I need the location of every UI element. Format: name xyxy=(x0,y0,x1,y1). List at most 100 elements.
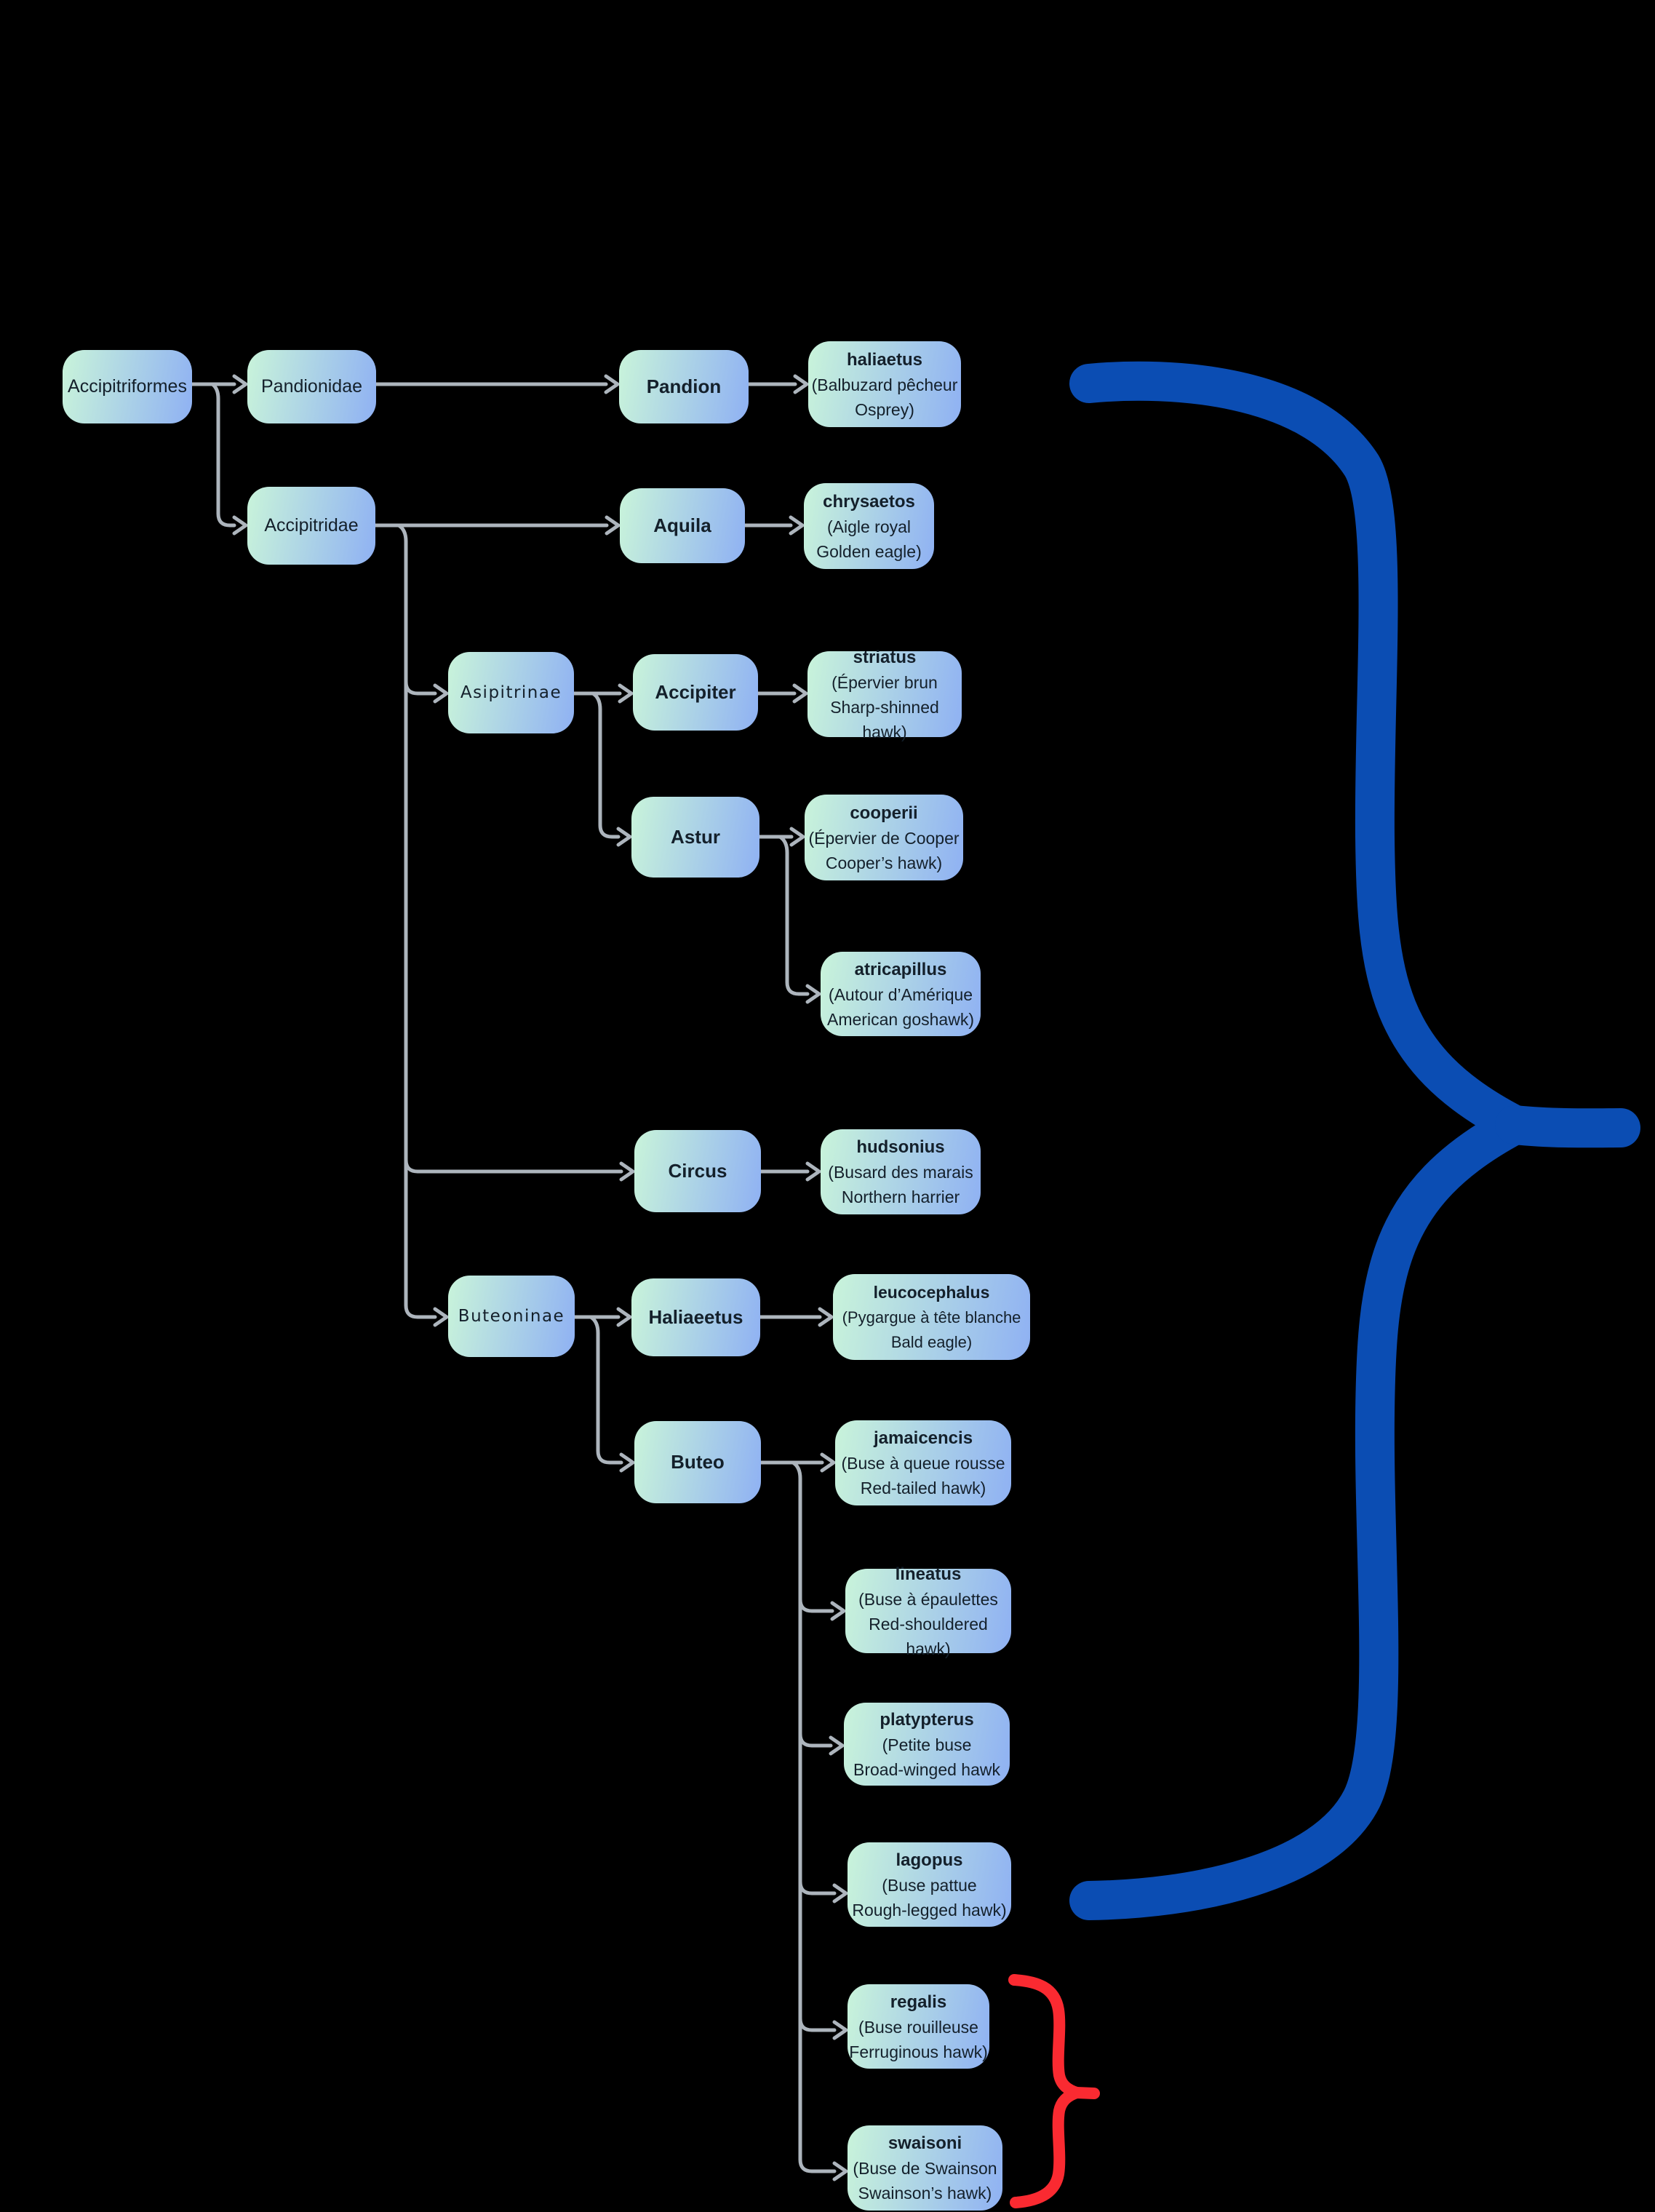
arrowhead-icon xyxy=(829,1735,845,1756)
node-buteoninae[interactable]: Buteoninae xyxy=(448,1276,575,1357)
arrowhead-icon xyxy=(830,1601,846,1621)
species-english: American goshawk) xyxy=(827,1009,974,1029)
edge-buteo-swaisoni xyxy=(791,1460,837,2173)
species-name: lagopus xyxy=(896,1850,963,1870)
edge-buteo-regalis xyxy=(798,2016,837,2032)
node-species-jamaicencis[interactable]: jamaicencis (Buse à queue rousse Red-tai… xyxy=(835,1420,1011,1505)
node-species-leucocephalus[interactable]: leucocephalus (Pygargue à tête blanche B… xyxy=(833,1274,1030,1360)
species-name: regalis xyxy=(890,1992,947,2012)
edge-asipitrinae-astur xyxy=(591,691,621,839)
node-label: Aquila xyxy=(653,514,711,536)
node-species-regalis[interactable]: regalis (Buse rouilleuse Ferruginous haw… xyxy=(848,1984,989,2069)
node-species-haliaetus[interactable]: haliaetus (Balbuzard pêcheur Osprey) xyxy=(808,341,961,427)
node-accipitriformes[interactable]: Accipitriformes xyxy=(63,350,192,423)
species-english: Golden eagle) xyxy=(816,541,922,561)
species-english: Ferruginous hawk) xyxy=(849,2042,988,2061)
species-english: Northern harrier xyxy=(841,1187,960,1206)
edge-order-accipitridae xyxy=(210,382,236,528)
arrowhead-icon xyxy=(619,1161,635,1182)
node-label: Accipitridae xyxy=(264,515,359,536)
species-name: atricapillus xyxy=(854,959,947,979)
node-pandionidae[interactable]: Pandionidae xyxy=(247,350,376,423)
arrowhead-icon xyxy=(832,1883,848,1903)
edge-buteo-platypterus xyxy=(798,1732,833,1748)
species-french: (Pygargue à tête blanche xyxy=(842,1308,1021,1326)
node-label: Astur xyxy=(671,826,720,848)
species-english: Broad-winged hawk xyxy=(853,1759,1000,1779)
species-french: (Buse à épaulettes xyxy=(858,1589,998,1609)
red-brace-body xyxy=(1008,1974,1096,2208)
node-label: Buteoninae xyxy=(458,1307,565,1326)
node-species-swaisoni[interactable]: swaisoni (Buse de Swainson Swainson’s ha… xyxy=(848,2125,1002,2211)
arrowhead-icon xyxy=(605,515,621,536)
species-english: Bald eagle) xyxy=(890,1332,973,1351)
connectors xyxy=(190,374,848,2181)
node-species-striatus[interactable]: striatus (Épervier brun Sharp-shinned ha… xyxy=(807,648,962,741)
node-pandion[interactable]: Pandion xyxy=(619,350,749,423)
arrowhead-icon xyxy=(805,984,821,1004)
arrowhead-icon xyxy=(820,1452,836,1473)
blue-brace-body xyxy=(1069,361,1558,1920)
arrowhead-icon xyxy=(832,2020,848,2040)
species-name: haliaetus xyxy=(846,349,923,370)
edge-accipitridae-asipitrinae xyxy=(404,680,437,696)
node-label: Accipitriformes xyxy=(68,376,187,397)
edge-buteoninae-buteo xyxy=(589,1315,623,1465)
node-buteo[interactable]: Buteo xyxy=(634,1421,761,1503)
blue-brace[interactable] xyxy=(1069,361,1640,1920)
node-label: Circus xyxy=(668,1160,727,1182)
node-species-platypterus[interactable]: platypterus (Petite buse Broad-winged ha… xyxy=(844,1703,1010,1786)
node-species-cooperii[interactable]: cooperii (Épervier de Cooper Cooper’s ha… xyxy=(805,795,963,880)
species-name: hudsonius xyxy=(856,1137,945,1157)
node-species-hudsonius[interactable]: hudsonius (Busard des marais Northern ha… xyxy=(821,1129,981,1214)
arrowhead-icon xyxy=(832,2161,848,2181)
node-label: Haliaeetus xyxy=(648,1306,743,1328)
node-species-lagopus[interactable]: lagopus (Buse pattue Rough-legged hawk) xyxy=(848,1842,1011,1927)
edge-astur-atricapillus xyxy=(778,835,810,996)
edge-accipitridae-buteoninae xyxy=(396,523,437,1319)
species-french: (Épervier de Cooper xyxy=(808,828,960,848)
arrowhead-icon xyxy=(604,374,620,394)
arrowhead-icon xyxy=(789,827,805,847)
species-english: Sharp-shinned hawk) xyxy=(830,697,939,741)
edge-accipitridae-circus xyxy=(404,1158,623,1174)
node-astur[interactable]: Astur xyxy=(631,797,759,878)
species-name: lineatus xyxy=(895,1564,962,1584)
node-circus[interactable]: Circus xyxy=(634,1130,761,1212)
arrowhead-icon xyxy=(616,1307,632,1327)
node-haliaeetus[interactable]: Haliaeetus xyxy=(631,1278,760,1356)
arrowhead-icon xyxy=(789,515,805,536)
node-species-atricapillus[interactable]: atricapillus (Autour d’Amérique American… xyxy=(821,952,981,1036)
species-name: chrysaetos xyxy=(823,491,915,512)
arrowhead-icon xyxy=(232,515,248,536)
arrowhead-icon xyxy=(619,1452,635,1473)
red-brace[interactable] xyxy=(1008,1974,1100,2208)
species-english: Osprey) xyxy=(855,399,914,419)
edge-buteo-lagopus xyxy=(798,1879,837,1895)
species-english: Red-tailed hawk) xyxy=(860,1479,986,1497)
species-french: (Petite buse xyxy=(882,1735,972,1754)
node-accipiter[interactable]: Accipiter xyxy=(633,654,758,731)
species-french: (Buse rouilleuse xyxy=(858,2017,978,2037)
edge-buteo-lineatus xyxy=(798,1597,834,1613)
species-french: (Balbuzard pêcheur xyxy=(811,375,958,394)
species-french: (Buse pattue xyxy=(882,1875,977,1895)
node-accipitridae[interactable]: Accipitridae xyxy=(247,487,375,565)
node-label: Pandion xyxy=(646,375,722,397)
node-aquila[interactable]: Aquila xyxy=(620,488,745,563)
species-name: cooperii xyxy=(850,803,918,823)
node-species-lineatus[interactable]: lineatus (Buse à épaulettes Red-shoulder… xyxy=(845,1564,1011,1658)
node-species-chrysaetos[interactable]: chrysaetos (Aigle royal Golden eagle) xyxy=(804,483,934,569)
species-name: striatus xyxy=(853,647,917,667)
species-name: platypterus xyxy=(880,1709,974,1730)
species-name: leucocephalus xyxy=(873,1282,990,1302)
arrowhead-icon xyxy=(818,1307,834,1327)
species-english: Cooper’s hawk) xyxy=(825,853,943,872)
arrowhead-icon xyxy=(805,1161,821,1182)
species-name: swaisoni xyxy=(888,2133,962,2153)
species-english: Red-shouldered hawk) xyxy=(869,1614,988,1658)
node-asipitrinae[interactable]: Asipitrinae xyxy=(448,652,574,733)
species-french: (Aigle royal xyxy=(826,517,912,536)
